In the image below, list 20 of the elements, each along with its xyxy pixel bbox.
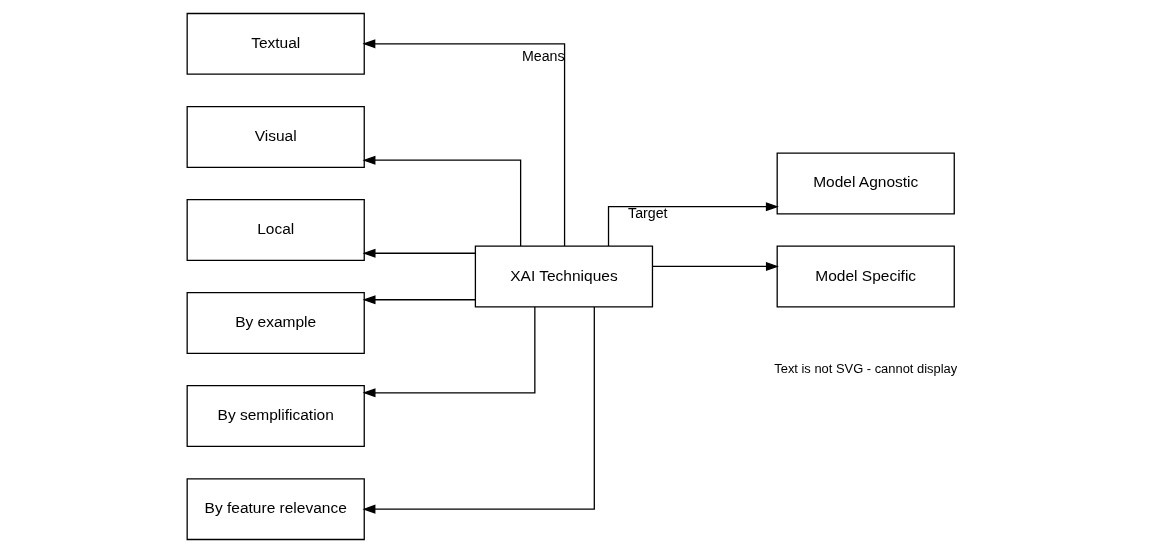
arrow (361, 39, 565, 247)
node-box: XAI Techniques (474, 245, 653, 308)
arrow (651, 261, 779, 271)
node-box: By feature relevance (186, 478, 365, 541)
node-box: By example (186, 292, 365, 355)
arrow (362, 306, 595, 514)
node-box: Local (186, 198, 365, 261)
arrow (362, 306, 535, 398)
node-box: Model Specific (776, 245, 955, 308)
arrow (362, 155, 521, 247)
edge-label: Means (521, 48, 565, 65)
node-box: Textual (186, 12, 365, 75)
arrow (607, 202, 779, 247)
node-box: Visual (186, 105, 365, 168)
node-box: By semplification (186, 385, 365, 448)
arrow (362, 295, 476, 305)
edge-label: Target (627, 205, 668, 222)
node-box: Model Agnostic (776, 152, 955, 215)
label: Text is not SVG - cannot display (773, 360, 957, 376)
arrow (362, 248, 476, 258)
